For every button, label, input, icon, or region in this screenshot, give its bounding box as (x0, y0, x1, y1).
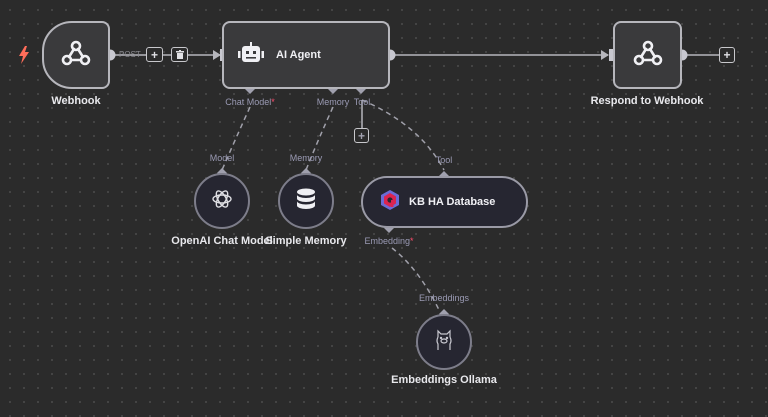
port-label-embeddings: Embeddings (418, 293, 470, 303)
add-node-button[interactable]: + (719, 47, 735, 63)
node-label-ollama: Embeddings Ollama (391, 374, 497, 386)
node-simple-memory[interactable] (278, 173, 334, 229)
node-respond-to-webhook[interactable] (613, 21, 682, 89)
port-label-memory: Memory (316, 97, 350, 107)
lightning-icon (18, 46, 30, 64)
node-label-memory: Simple Memory (265, 235, 347, 247)
node-label-respond: Respond to Webhook (590, 95, 704, 107)
add-tool-button[interactable]: + (354, 128, 369, 143)
node-embeddings-ollama[interactable] (416, 314, 472, 370)
qdrant-icon (381, 189, 399, 215)
plus-icon: + (150, 47, 158, 62)
connection-embedding[interactable] (391, 247, 441, 313)
required-marker: * (271, 97, 275, 107)
ollama-icon (435, 329, 453, 356)
robot-icon (238, 41, 264, 69)
connection-tool[interactable] (361, 99, 445, 171)
edge-label-post: POST (119, 50, 141, 59)
node-webhook[interactable] (42, 21, 110, 89)
node-title-ai-agent: AI Agent (276, 49, 321, 61)
delete-connection-button[interactable] (171, 47, 188, 62)
port-label-tool: Tool (353, 97, 371, 107)
database-icon (296, 188, 316, 215)
port-label-chat-model: Chat Model* (225, 97, 275, 107)
webhook-icon (633, 39, 663, 72)
node-label-webhook: Webhook (51, 95, 101, 107)
node-ai-agent[interactable]: AI Agent (222, 21, 390, 89)
arrow-head (601, 50, 609, 60)
port-label-text: Chat Model (225, 97, 272, 107)
trash-icon (175, 46, 184, 64)
node-title-kb: KB HA Database (409, 196, 496, 208)
port-label-text: Embedding (364, 236, 411, 246)
node-label-openai: OpenAI Chat Model (171, 235, 273, 247)
node-openai-chat-model[interactable] (194, 173, 250, 229)
add-node-button[interactable]: + (146, 47, 163, 62)
port-label-model: Model (209, 153, 235, 163)
openai-icon (211, 188, 233, 215)
input-handle-respond[interactable] (609, 49, 613, 61)
webhook-icon (61, 39, 91, 72)
port-label-embedding: Embedding* (364, 236, 413, 246)
port-label-memory-in: Memory (289, 153, 323, 163)
node-kb-ha-database[interactable]: KB HA Database (361, 176, 528, 228)
required-marker: * (410, 236, 414, 246)
port-label-kb-tool: Tool (435, 155, 453, 165)
arrow-head (213, 50, 221, 60)
plus-icon: + (357, 128, 365, 143)
plus-icon: + (723, 48, 731, 62)
